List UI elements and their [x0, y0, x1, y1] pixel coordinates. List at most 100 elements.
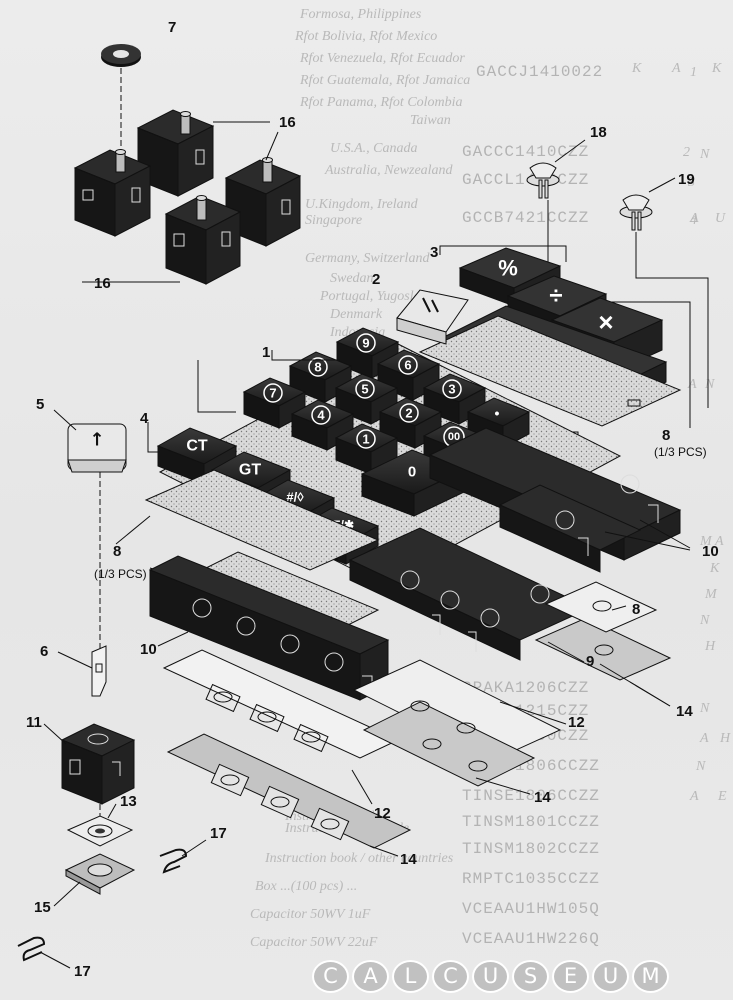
- callout-11: 11: [26, 714, 42, 731]
- key-gt-label: GT: [239, 462, 261, 479]
- leader-line: [475, 777, 531, 795]
- watermark-letter: S: [512, 959, 549, 993]
- bg-country-line: U.Kingdom, Ireland: [305, 197, 419, 212]
- bg-description: Capacitor 50WV 1uF: [250, 907, 371, 922]
- callout-9: 9: [586, 653, 594, 670]
- bg-column-letter: A: [671, 61, 681, 76]
- key-percent-label: %: [498, 256, 518, 281]
- key-00-label: 00: [448, 431, 460, 443]
- leader-line: [604, 531, 691, 551]
- leader-line: [181, 839, 207, 857]
- key-holder-strips-10-right: [428, 427, 682, 573]
- bg-country-line: Singapore: [305, 213, 362, 228]
- key-8-label: 8: [314, 360, 321, 375]
- membrane-sheet-8-left: [144, 469, 380, 571]
- leader-line: [265, 131, 279, 161]
- bg-country-line: Rfot Bolivia, Rfot Mexico: [294, 29, 437, 44]
- callout-7: 7: [168, 19, 176, 36]
- key-dot-label: •: [495, 405, 500, 421]
- bg-country-line: Denmark: [329, 307, 383, 322]
- switch-block: [164, 195, 242, 285]
- callout-10: 10: [702, 543, 719, 560]
- leader-line: [629, 681, 671, 707]
- callout-12: 12: [568, 714, 585, 731]
- leader-line: [547, 200, 691, 428]
- bg-part-code: GACCC1410CZZ: [462, 143, 589, 161]
- switch-block: [224, 157, 302, 247]
- bg-country-line: Rfot Panama, Rfot Colombia: [299, 95, 463, 110]
- bg-row-number: 2: [683, 145, 690, 160]
- watermark-letter: C: [432, 959, 469, 993]
- callout-12: 12: [374, 805, 391, 822]
- pcs-note-right: (1/3 PCS): [654, 445, 707, 459]
- arrow-key-part-5: ↑: [67, 423, 127, 473]
- bg-part-code: GACCJ1410022: [476, 63, 603, 81]
- leader-line: [499, 701, 567, 725]
- membrane-sheet-8: [418, 315, 682, 427]
- callout-5: 5: [36, 396, 44, 413]
- leader-line: [57, 651, 93, 669]
- leader-line: [554, 139, 586, 163]
- key-0-label: 0: [408, 464, 416, 481]
- bg-column-letter: A: [689, 211, 699, 226]
- bg-column-letter: K: [631, 61, 642, 76]
- bg-column-letter: A: [689, 789, 699, 804]
- key-3: 3: [422, 373, 487, 425]
- watermark-letter: A: [352, 959, 389, 993]
- leader-line: [115, 515, 151, 545]
- key-divide-label: ÷: [549, 283, 562, 310]
- callout-numbers: 7 16 16 18 19 3 2 1 5 4 8 (1/3 PCS) 10 8…: [26, 19, 719, 980]
- bg-row-number: 4: [690, 213, 697, 228]
- bg-column-letter: N: [699, 701, 710, 716]
- bg-column-letter: A: [714, 534, 724, 549]
- callout-14: 14: [534, 789, 551, 806]
- key-4-label: 4: [317, 408, 325, 423]
- key-4: 4: [290, 399, 355, 451]
- key-1-label: 1: [362, 432, 369, 447]
- bg-column-letter: A: [687, 377, 697, 392]
- arrow-up-icon: ↑: [89, 430, 104, 451]
- bg-column-letter: N: [704, 377, 715, 392]
- leader-line: [53, 409, 77, 431]
- rubber-contact-part-15: [64, 853, 136, 895]
- key-8: 8: [288, 351, 353, 403]
- black-holder-middle: [348, 527, 592, 661]
- switch-blocks-16: [73, 109, 302, 285]
- callout-6: 6: [40, 643, 48, 660]
- key-5: 5: [334, 373, 399, 425]
- bg-part-code: VCEAAU1HW226Q: [462, 930, 600, 948]
- leader-line: [351, 769, 373, 805]
- watermark-letter: E: [552, 959, 589, 993]
- bg-column-letter: M: [699, 534, 713, 549]
- key-6: 6: [376, 349, 441, 401]
- callout-8: 8: [662, 427, 670, 444]
- callout-14: 14: [676, 703, 693, 720]
- leader-line: [157, 631, 189, 647]
- pin-part-18: [526, 162, 560, 199]
- leader-line: [147, 422, 160, 453]
- key-multiply-label: ×: [598, 307, 613, 337]
- bg-part-code: GACCL1406CZZ: [462, 171, 589, 189]
- washer-part-7: [101, 44, 141, 67]
- bg-part-code: TINSM1802CCZZ: [462, 840, 600, 858]
- clip-part-17-b: [17, 936, 46, 962]
- rubber-contact-part-13: [66, 815, 134, 847]
- bg-part-code: VCEAAU1HW105Q: [462, 900, 600, 918]
- leader-line: [43, 723, 67, 745]
- bg-country-line: Formosa, Philippines: [299, 7, 422, 22]
- contact-tray-right-group: [352, 581, 672, 787]
- switch-block: [73, 149, 152, 237]
- contact-tray-14-lower: [166, 733, 412, 849]
- key-holder-strip-10-left: [148, 555, 390, 701]
- bg-country-line: Swedan: [330, 271, 374, 286]
- bg-column-letter: N: [695, 759, 706, 774]
- key-3-label: 3: [448, 382, 455, 397]
- callout-8: 8: [632, 601, 640, 618]
- callout-3: 3: [430, 244, 438, 261]
- bg-column-letter: A: [699, 731, 709, 746]
- callout-10: 10: [140, 641, 157, 658]
- clip-part-17-a: [159, 848, 188, 874]
- small-key-part-2: [396, 289, 469, 345]
- leader-line: [369, 845, 399, 857]
- bg-country-line: Taiwan: [410, 113, 451, 128]
